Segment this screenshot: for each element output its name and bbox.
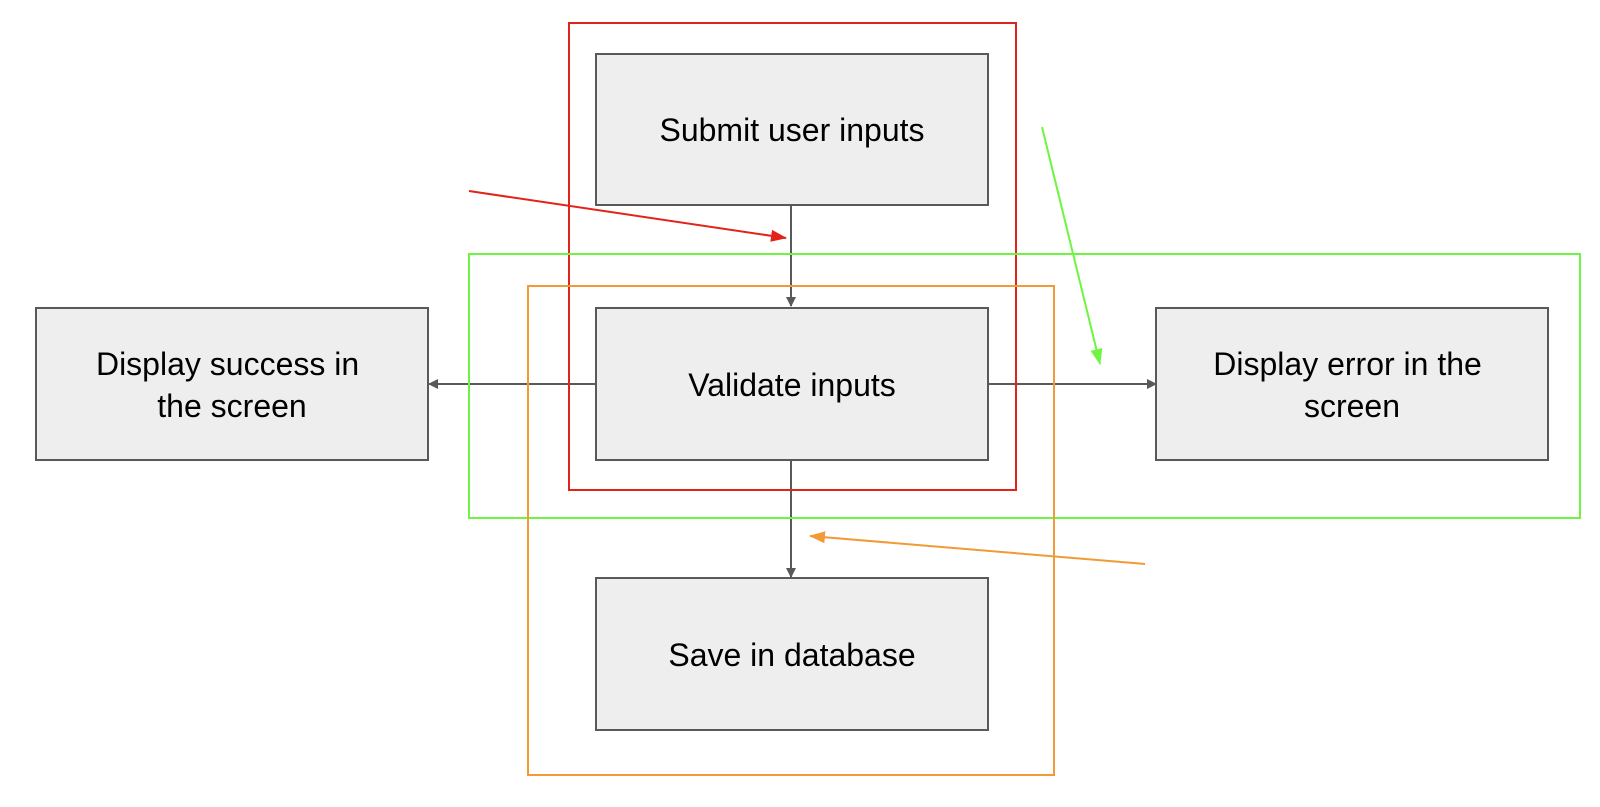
node-display-error: Display error in the screen xyxy=(1155,307,1549,461)
node-display-success: Display success in the screen xyxy=(35,307,429,461)
node-success-label-line-2: the screen xyxy=(157,388,306,424)
node-submit-label-line-1: Submit user inputs xyxy=(659,112,924,148)
pointer-arrow-orange xyxy=(809,531,1146,565)
svg-text:Save in database: Save in database xyxy=(668,637,915,673)
svg-text:Display error in the scr: Display error in the screen xyxy=(1213,346,1490,424)
svg-text:Display success in the s: Display success in the screen xyxy=(96,346,368,424)
pointer-arrow-green xyxy=(1041,126,1103,365)
svg-text:Submit user inputs: Submit user inputs xyxy=(659,112,924,148)
pointer-arrow-red xyxy=(468,190,787,242)
node-save-in-database: Save in database xyxy=(595,577,989,731)
node-save-label-line-1: Save in database xyxy=(668,637,915,673)
highlight-frame-red xyxy=(568,22,1017,491)
node-error-label-line-1: Display error in the xyxy=(1213,346,1482,382)
node-validate-label-line-1: Validate inputs xyxy=(688,367,896,403)
svg-text:Validate inputs: Validate inputs xyxy=(688,367,896,403)
node-validate-inputs: Validate inputs xyxy=(595,307,989,461)
highlight-frame-green xyxy=(468,253,1581,519)
highlight-frame-orange xyxy=(527,285,1055,776)
node-error-label-line-2: screen xyxy=(1304,388,1400,424)
node-submit-user-inputs: Submit user inputs xyxy=(595,53,989,206)
node-success-label-line-1: Display success in xyxy=(96,346,359,382)
